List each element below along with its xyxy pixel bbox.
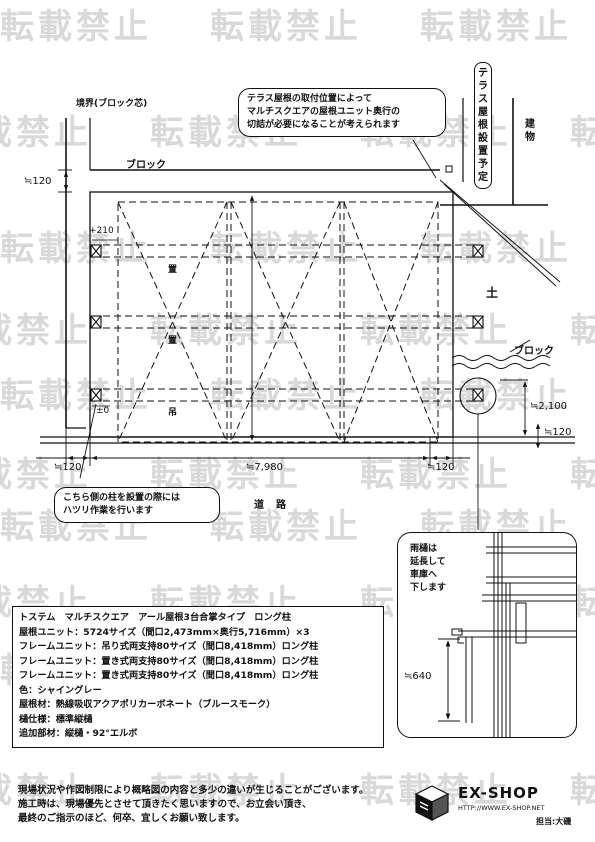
watermark-text: 転載禁止 (360, 455, 512, 495)
watermark-text: 転載禁止 (0, 311, 92, 351)
post-right-bottom (472, 388, 484, 402)
left-post-callout: こちら側の柱を設置の際には ハツリ作業を行います (54, 487, 220, 523)
watermark-text: 転載禁止 (0, 376, 152, 416)
placed-label-1: 置 (168, 265, 178, 275)
level-zero-label: ±0 (96, 406, 110, 416)
cube-logo-icon (414, 785, 450, 821)
dim-right-offset: ≒120 (427, 462, 455, 473)
block-wave-1 (451, 355, 551, 361)
left-post-callout-line-2: ハツリ作業を行います (63, 506, 154, 516)
logo-url: HTTP://WWW.EX-SHOP.NET (458, 804, 545, 812)
gutter-note-line-4: 下します (410, 583, 447, 593)
post-left-bottom (90, 388, 102, 402)
dim-top-offset: ≒120 (24, 176, 52, 187)
terrace-post (445, 165, 453, 173)
post-right-middle (472, 315, 484, 329)
spec-line-6: 色：シャイングレー (19, 684, 102, 696)
watermark-text: 転載禁止 (210, 376, 362, 416)
watermark-text: 転載禁止 (420, 7, 572, 47)
roof-diagonal-3b (343, 201, 439, 443)
spec-line-3: フレームユニット：吊り式両支持80サイズ（間口8,418mm）ロング柱 (19, 641, 319, 652)
gutter-note-line-1: 雨樋は (410, 544, 438, 554)
gutter-note: 雨樋は 延長して 車庫へ 下します (410, 543, 446, 595)
spec-line-5: フレームユニット：置き式両支持80サイズ（間口8,418mm）ロング柱 (19, 670, 319, 681)
post-left-middle (90, 315, 102, 329)
watermark-text: 転載禁止 (0, 229, 152, 269)
building-label: 建物 (525, 119, 535, 143)
roof-diagonal-3a (343, 201, 439, 443)
block-top-label: ブロック (126, 160, 166, 171)
post-right-top (472, 244, 484, 258)
terrace-label: テラス屋根設置予定 (474, 62, 492, 189)
dim-left-offset: ≒120 (54, 462, 82, 473)
logo-text: EX-SHOP (458, 784, 539, 802)
soil-label: 土 (486, 286, 499, 300)
terrace-callout-line-2: マルチスクエアの屋根ユニット奥行の (247, 107, 401, 117)
road-label: 道路 (254, 500, 298, 511)
footer-note-3: 最終のご指示のほど、何卒、宜しくお願い致します。 (18, 813, 245, 824)
spec-line-1: トステム マルチスクエア アール屋根3台合掌タイプ ロング柱 (19, 612, 292, 623)
callout-leader-left-post (79, 403, 97, 479)
dim-right-height: ≒2,100 (530, 401, 568, 412)
spec-line-7: 屋根材：熱線吸収アクアポリカーボネート（ブルースモーク） (19, 699, 276, 710)
post-left-top (90, 244, 102, 258)
staff-label: 担当:大磯 (536, 817, 572, 826)
watermark-text: 転載禁止 (0, 113, 92, 153)
terrace-callout-line-3: 切詰が必要になることが考えられます (247, 120, 401, 130)
callout-leader-terrace (412, 139, 437, 179)
watermark-text: 転載禁止 (570, 311, 595, 351)
gutter-note-line-3: 車庫へ (410, 570, 438, 580)
watermark-text: 転載禁止 (420, 376, 572, 416)
dim-right-bottom: ≒120 (544, 427, 572, 438)
ex-shop-logo: EX-SHOP HTTP://WWW.EX-SHOP.NET 担当:大磯 (412, 782, 582, 826)
carport-outline (89, 191, 454, 438)
terrace-callout-line-1: テラス屋根の取付位置によって (247, 94, 373, 104)
terrace-callout: テラス屋根の取付位置によって マルチスクエアの屋根ユニット奥行の 切詰が必要にな… (238, 88, 446, 137)
gutter-detail-drawing (438, 533, 576, 737)
placed-label-2: 置 (168, 336, 178, 346)
watermark-text: 転載禁止 (570, 113, 595, 153)
spec-line-8: 樋仕様：標準縦樋 (19, 713, 93, 725)
block-wave-2 (451, 363, 551, 369)
footer-note-2: 施工時は、現場優先とさせて頂きたく思いますので、お立会い頂き、 (18, 799, 312, 810)
footer-note-1: 現場状況や作図制限により概略図の内容と多少の違いが生じることがございます。 (18, 785, 369, 796)
terrace-roof-projection-1 (439, 179, 561, 283)
specification-box: トステム マルチスクエア アール屋根3台合掌タイプ ロング柱 屋根ユニット：57… (12, 606, 384, 748)
spec-line-2: 屋根ユニット：5724サイズ（間口2,473mm×奥行5,716mm）×3 (19, 626, 310, 638)
watermark-text: 転載禁止 (150, 771, 302, 811)
watermark-text: 転載禁止 (420, 229, 572, 269)
watermark-text: 転載禁止 (570, 455, 595, 495)
detail-height-dim: ≒640 (404, 671, 432, 682)
left-post-callout-line-1: こちら側の柱を設置の際には (63, 493, 181, 503)
level-plus-label: +210 (89, 226, 114, 236)
footer-notes: 現場状況や作図制限により概略図の内容と多少の違いが生じることがございます。 施工… (18, 784, 368, 826)
watermark-text: 転載禁止 (210, 229, 362, 269)
watermark-text: 転載禁止 (0, 771, 92, 811)
gutter-detail-panel: 雨樋は 延長して 車庫へ 下します ≒640 (397, 532, 577, 738)
spec-line-4: フレームユニット：置き式両支持80サイズ（間口8,418mm）ロング柱 (19, 655, 319, 667)
terrace-roof-projection-2 (443, 183, 557, 287)
watermark-text: 転載禁止 (0, 7, 152, 47)
hung-label: 吊 (168, 408, 178, 418)
spec-line-9: 追加部材：縦樋・92°エルボ (19, 728, 138, 739)
block-leader (509, 339, 531, 353)
gutter-note-line-2: 延長して (410, 557, 446, 567)
boundary-label: 境界(ブロック芯) (76, 99, 148, 109)
watermark-text: 転載禁止 (210, 7, 362, 47)
dim-total-width: ≒7,980 (246, 462, 284, 473)
block-right-label: ブロック (514, 346, 554, 357)
roof-frame (117, 201, 439, 443)
watermark-text: 転載禁止 (570, 771, 595, 811)
watermark-text: 転載禁止 (210, 507, 362, 547)
